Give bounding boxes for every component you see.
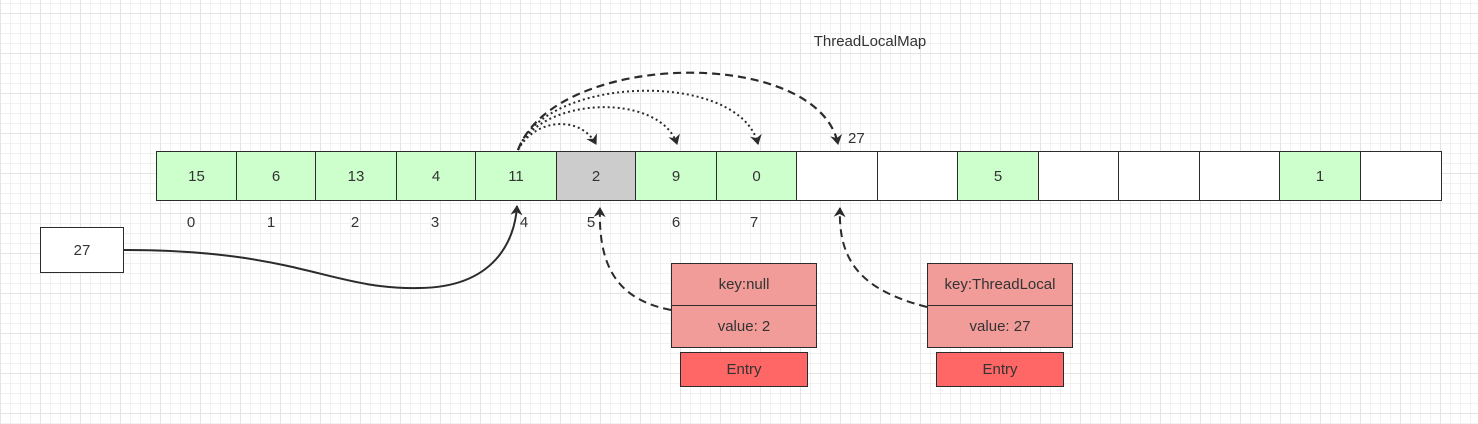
slot-value: 0 — [752, 167, 761, 185]
table-slot-2: 13 — [315, 151, 397, 201]
slot-value: 5 — [993, 167, 1003, 185]
slot-index-7: 7 — [749, 214, 759, 231]
slot-value: 6 — [271, 167, 281, 185]
entry-stale: key:null value: 2 Entry — [671, 263, 817, 387]
probe-arrow-slot-7 — [517, 89, 762, 151]
slot-value: 11 — [508, 167, 524, 185]
table-slot-15 — [1359, 151, 1442, 201]
table-slot-7: 0 — [715, 151, 798, 201]
table-slot-11 — [1037, 151, 1120, 201]
table-slot-14: 1 — [1279, 151, 1361, 201]
table-slot-6: 9 — [635, 151, 717, 201]
slot-index-6: 6 — [671, 214, 681, 231]
table-slot-10: 5 — [957, 151, 1039, 201]
slot-value: 4 — [431, 167, 441, 185]
slot-value: 15 — [188, 167, 205, 185]
entry-key: key:null — [671, 263, 817, 306]
entry-value: value: 2 — [671, 304, 817, 348]
slot-index-5: 5 — [586, 214, 596, 231]
insert-target-label: 27 — [848, 130, 865, 147]
stale-entry-arrow — [593, 207, 672, 311]
threadlocal-entry-arrow — [833, 207, 928, 308]
slot-index-4: 4 — [519, 214, 529, 231]
slot-value: 9 — [671, 167, 681, 185]
entry-label: Entry — [936, 352, 1064, 387]
threadlocalmap-table: 15 6 13 4 11 2 9 0 5 1 — [156, 151, 1443, 201]
table-slot-4: 11 — [475, 151, 557, 201]
slot-value: 2 — [591, 167, 601, 185]
probe-arrow-slot-5 — [517, 123, 597, 151]
new-key-box: 27 — [40, 227, 124, 273]
table-slot-8 — [796, 151, 878, 201]
table-slot-5: 2 — [555, 151, 637, 201]
entry-threadlocal: key:ThreadLocal value: 27 Entry — [927, 263, 1073, 387]
table-slot-9 — [876, 151, 959, 201]
slot-value: 1 — [1315, 167, 1325, 185]
entry-label: Entry — [680, 352, 808, 387]
entry-value: value: 27 — [927, 304, 1073, 348]
slot-index-0: 0 — [186, 214, 196, 231]
diagram-title: ThreadLocalMap — [813, 33, 927, 50]
slot-index-1: 1 — [266, 214, 276, 231]
table-slot-13 — [1198, 151, 1281, 201]
slot-index-2: 2 — [350, 214, 360, 231]
slot-index-3: 3 — [430, 214, 440, 231]
slot-value: 13 — [347, 167, 365, 185]
hash-arrow — [123, 205, 523, 290]
probe-arrow-slot-6 — [517, 106, 680, 151]
entry-key: key:ThreadLocal — [927, 263, 1073, 306]
probe-arrow-slot-8 — [516, 71, 843, 151]
